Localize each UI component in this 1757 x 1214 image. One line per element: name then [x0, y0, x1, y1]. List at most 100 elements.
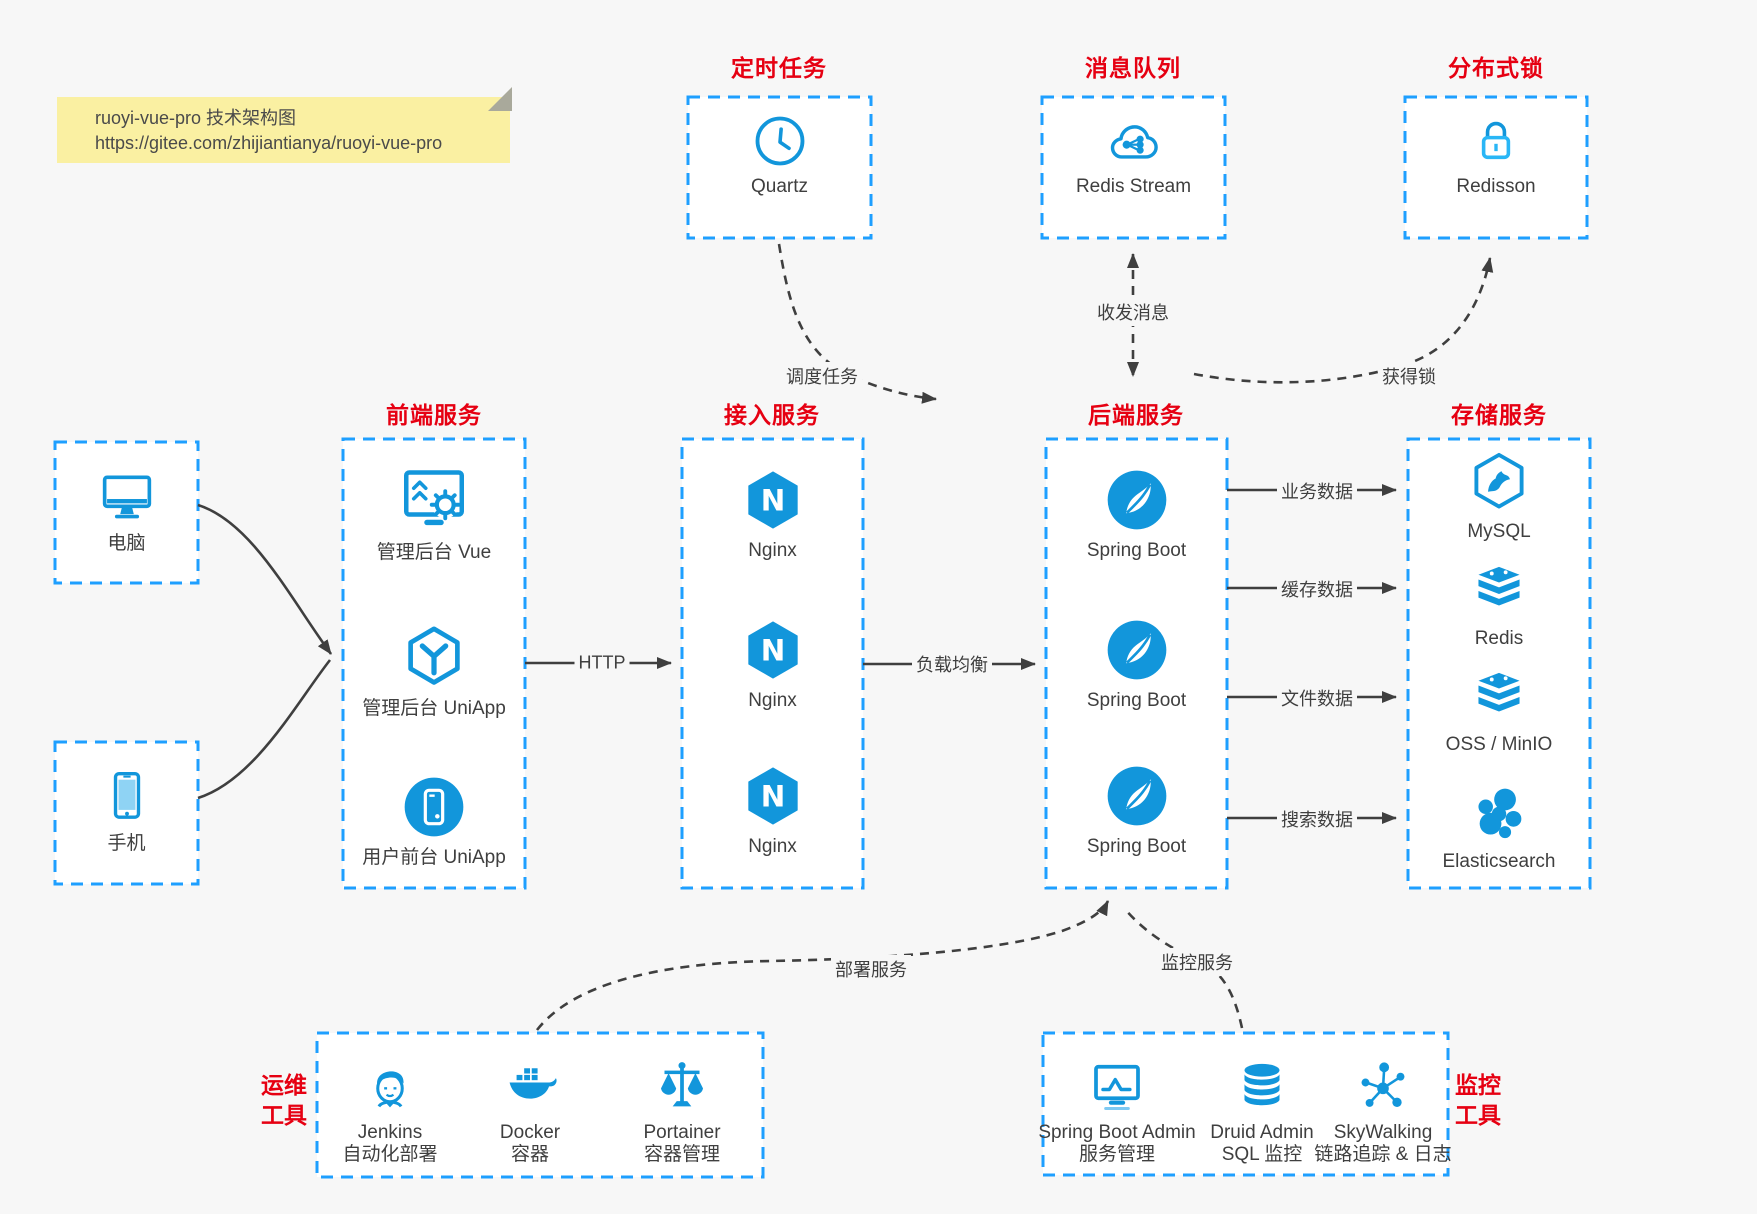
node-spring-boot-admin: Spring Boot Admin 服务管理	[1017, 1058, 1217, 1166]
node-name: Portainer	[643, 1122, 721, 1143]
node-name: Docker	[499, 1122, 561, 1143]
dashed-edges	[535, 243, 1494, 1031]
nginx-icon: N	[747, 621, 798, 679]
node-mysql: MySQL	[1408, 451, 1590, 543]
node-label: Spring Boot	[1086, 540, 1187, 561]
redis-stack-icon	[1478, 566, 1520, 606]
edge-label-deploy-service: 部署服务	[831, 955, 911, 983]
node-elasticsearch: Elasticsearch	[1408, 785, 1590, 873]
title-monitoring-tools: 监控 工具	[1442, 1070, 1514, 1130]
node-nginx-1: N Nginx	[682, 468, 863, 562]
edge-label-http: HTTP	[574, 651, 630, 675]
edge-label-search-data: 搜索数据	[1277, 805, 1357, 833]
node-redis-stream: Redis Stream	[1042, 114, 1225, 198]
node-springboot-1: Spring Boot	[1046, 468, 1227, 562]
node-nginx-3: N Nginx	[682, 764, 863, 858]
node-user-uniapp: 用户前台 UniApp	[343, 775, 525, 869]
uniapp-cube-icon	[408, 626, 460, 685]
node-label: 管理后台 UniApp	[362, 698, 506, 719]
mysql-icon	[1474, 452, 1524, 509]
skywalking-trace-icon	[1361, 1062, 1405, 1107]
title-ops-tools: 运维 工具	[248, 1070, 320, 1130]
node-desc: 服务管理	[1078, 1144, 1155, 1165]
node-redis: Redis	[1408, 562, 1590, 650]
node-name: SkyWalking	[1333, 1122, 1433, 1143]
node-label: Nginx	[748, 540, 797, 561]
node-name: Spring Boot Admin	[1038, 1122, 1196, 1143]
node-admin-vue: 管理后台 Vue	[343, 462, 525, 564]
node-label: Redis Stream	[1075, 176, 1192, 197]
scheduler-box	[686, 95, 873, 240]
nginx-icon: N	[747, 471, 798, 529]
edge-deploy-service	[535, 900, 1110, 1031]
node-phone: 手机	[55, 767, 198, 855]
node-desc: 自动化部署	[342, 1144, 438, 1165]
node-label: 管理后台 Vue	[376, 542, 492, 563]
node-jenkins: Jenkins 自动化部署	[310, 1058, 470, 1166]
title-monitoring-line2: 工具	[1455, 1102, 1501, 1128]
title-access: 接入服务	[724, 402, 820, 428]
node-label: 电脑	[107, 533, 146, 554]
lock-box	[1403, 95, 1589, 240]
nginx-letter: N	[760, 634, 785, 668]
title-lock: 分布式锁	[1448, 55, 1544, 81]
node-name: Jenkins	[357, 1122, 423, 1143]
nginx-letter: N	[760, 780, 785, 814]
node-desc: 链路追踪 & 日志	[1314, 1144, 1452, 1165]
node-oss-minio: OSS / MinIO	[1408, 668, 1590, 756]
elasticsearch-cluster-icon	[1478, 788, 1522, 839]
node-label: Spring Boot	[1086, 690, 1187, 711]
spring-boot-icon	[1107, 470, 1166, 530]
spring-boot-icon	[1107, 766, 1166, 826]
node-label: Nginx	[748, 690, 797, 711]
node-label: OSS / MinIO	[1445, 734, 1553, 755]
node-label: MySQL	[1467, 521, 1531, 542]
admin-dashboard-icon	[404, 470, 464, 526]
node-quartz: Quartz	[688, 114, 871, 198]
jenkins-butler-icon	[376, 1071, 404, 1108]
lock-icon	[1481, 121, 1511, 160]
portainer-scales-icon	[661, 1062, 703, 1107]
mq-box	[1040, 95, 1227, 240]
object-storage-stack-icon	[1478, 672, 1520, 712]
cloud-stream-icon	[1110, 125, 1158, 159]
note-url: https://gitee.com/zhijiantianya/ruoyi-vu…	[95, 133, 443, 153]
edge-label-schedule-task: 调度任务	[782, 362, 862, 390]
node-label: Elasticsearch	[1442, 851, 1556, 872]
title-storage: 存储服务	[1451, 402, 1547, 428]
node-redisson: Redisson	[1405, 114, 1587, 198]
edge-label-file-data: 文件数据	[1277, 684, 1357, 712]
title-monitoring-line1: 监控	[1455, 1072, 1501, 1098]
title-ops-line1: 运维	[261, 1072, 307, 1098]
node-label: 用户前台 UniApp	[362, 847, 506, 868]
node-label: Quartz	[750, 176, 809, 197]
title-backend: 后端服务	[1088, 402, 1184, 428]
mobile-app-circle-icon	[404, 777, 464, 837]
edge-label-send-receive-message: 收发消息	[1093, 298, 1173, 326]
node-admin-uniapp: 管理后台 UniApp	[343, 624, 525, 720]
node-nginx-2: N Nginx	[682, 618, 863, 712]
title-frontend: 前端服务	[386, 402, 482, 428]
node-label: 手机	[107, 833, 146, 854]
edge-label-cache-data: 缓存数据	[1277, 575, 1357, 603]
edge-acquire-lock	[1193, 257, 1494, 384]
desktop-computer-icon	[102, 475, 151, 519]
sticky-note: ruoyi-vue-pro 技术架构图 https://gitee.com/zh…	[57, 87, 512, 163]
edge-phone-frontend	[197, 659, 332, 800]
title-mq: 消息队列	[1085, 55, 1181, 81]
node-desc: 容器管理	[643, 1144, 720, 1165]
node-portainer: Portainer 容器管理	[602, 1058, 762, 1166]
node-desc: 容器	[510, 1144, 549, 1165]
node-druid-admin: Druid Admin SQL 监控	[1182, 1058, 1342, 1166]
node-label: Redis	[1474, 628, 1524, 649]
edge-label-business-data: 业务数据	[1277, 477, 1357, 505]
mobile-phone-icon	[113, 771, 140, 819]
database-icon	[1244, 1063, 1280, 1106]
nginx-letter: N	[760, 484, 785, 518]
clock-icon	[755, 116, 804, 166]
node-docker: Docker 容器	[450, 1058, 610, 1166]
title-scheduler: 定时任务	[731, 55, 827, 81]
node-desc: SQL 监控	[1221, 1144, 1303, 1165]
node-skywalking: SkyWalking 链路追踪 & 日志	[1298, 1058, 1468, 1166]
node-springboot-3: Spring Boot	[1046, 764, 1227, 858]
